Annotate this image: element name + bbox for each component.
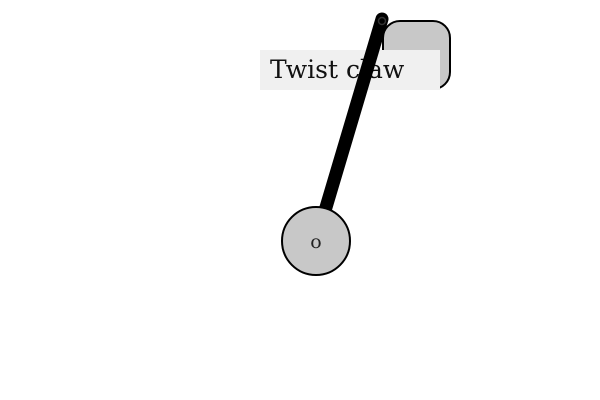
twist-claw-label: Twist claw: [270, 55, 405, 84]
arm-link: [309, 12, 389, 248]
claw-joint: [377, 16, 387, 26]
pivot-hub: [281, 206, 351, 276]
pivot-hub-label: o: [310, 231, 321, 253]
twist-claw-label-background: [260, 50, 440, 90]
